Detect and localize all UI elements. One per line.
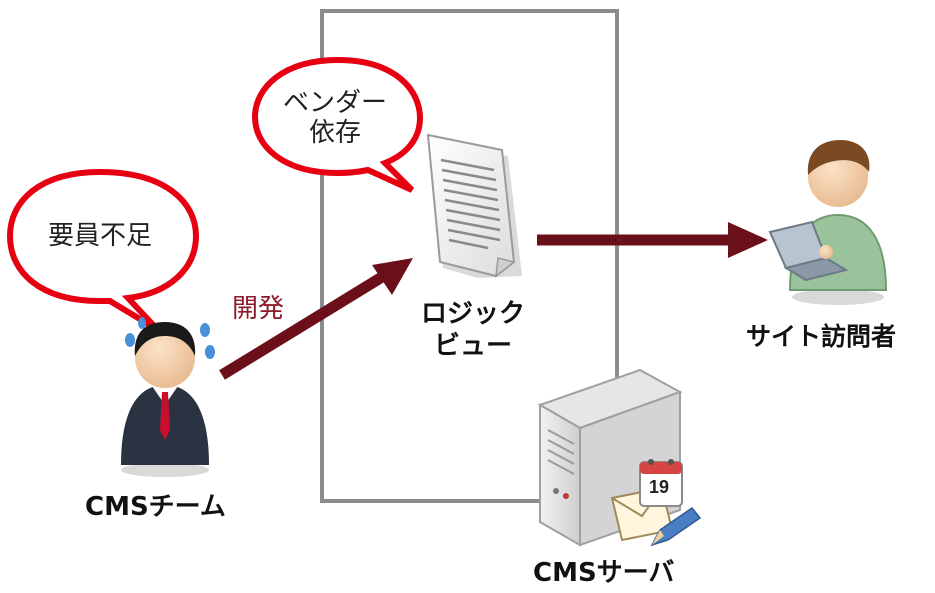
bubble-vendor-line2: 依存	[308, 118, 361, 148]
system-boundary-box	[320, 9, 619, 503]
document-icon	[426, 133, 522, 278]
logic-view-label: ロジック ビュー	[408, 298, 538, 362]
logic-view-line2: ビュー	[433, 331, 512, 361]
deliver-arrow	[537, 222, 768, 258]
site-visitor-label: サイト訪問者	[746, 322, 897, 351]
site-visitor-icon	[768, 140, 888, 305]
develop-label: 開発	[232, 294, 285, 324]
cms-server-label: CMSサーバ	[533, 558, 675, 588]
pencil-icon	[650, 506, 702, 547]
logic-view-line1: ロジック	[420, 299, 525, 329]
bubble-vendor-line1: ベンダー	[282, 88, 387, 118]
speech-bubble-shortage	[6, 168, 200, 333]
bubble-vendor-text: ベンダー 依存	[270, 88, 400, 148]
cms-team-person-icon	[121, 317, 215, 477]
cms-team-label: CMSチーム	[85, 492, 226, 522]
calendar-day: 19	[649, 477, 670, 497]
calendar-icon	[639, 459, 683, 507]
sweat-drops-icon	[125, 317, 215, 359]
develop-arrow	[219, 258, 413, 380]
speech-bubble-vendor	[251, 56, 424, 193]
bubble-shortage-text: 要員不足	[47, 221, 152, 251]
